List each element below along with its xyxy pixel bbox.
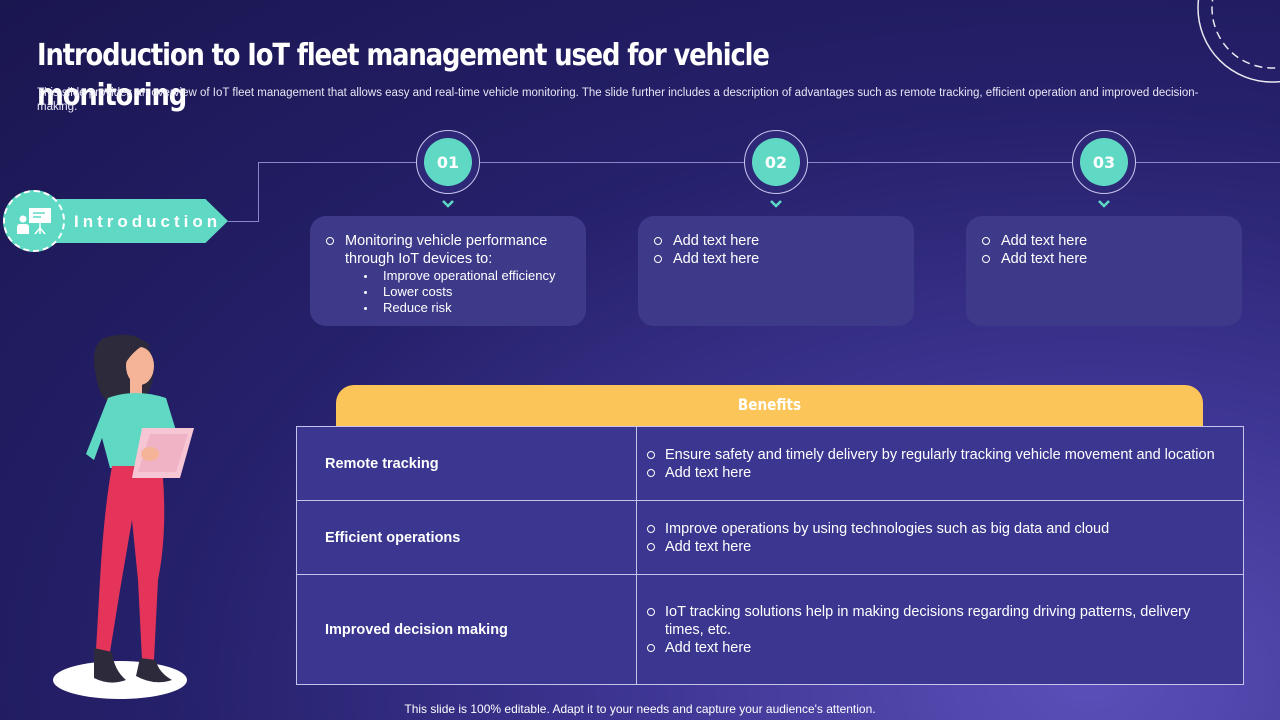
list-item: IoT tracking solutions help in making de… (647, 603, 1229, 639)
footer-note: This slide is 100% editable. Adapt it to… (404, 702, 876, 716)
benefits-table: Remote tracking Ensure safety and timely… (296, 426, 1244, 685)
step-number: 02 (752, 138, 800, 186)
page-subtitle: This slide provides an overview of IoT f… (37, 87, 1199, 113)
step-marker-01: 01 (416, 130, 480, 194)
list-item: Monitoring vehicle performance through I… (326, 232, 576, 316)
list-item: Add text here (647, 464, 1229, 482)
list-item: Add text here (982, 232, 1232, 250)
step-number: 01 (424, 138, 472, 186)
decorative-circles (1197, 0, 1280, 83)
list-item: Ensure safety and timely delivery by reg… (647, 446, 1229, 464)
connector-line-vertical (258, 162, 259, 222)
table-row: Improved decision making IoT tracking so… (296, 574, 1244, 685)
list-item: Add text here (982, 250, 1232, 268)
page-title: Introduction to IoT fleet management use… (37, 38, 770, 113)
step-number: 03 (1080, 138, 1128, 186)
chevron-down-icon (442, 200, 454, 208)
chevron-down-icon (1098, 200, 1110, 208)
list-item: Add text here (647, 639, 1229, 657)
step-card-01: Monitoring vehicle performance through I… (310, 216, 586, 326)
benefit-label: Efficient operations (296, 500, 637, 575)
benefit-description: Ensure safety and timely delivery by reg… (636, 426, 1244, 501)
benefits-heading: Benefits (737, 395, 802, 414)
list-item: Improve operations by using technologies… (647, 520, 1229, 538)
step-card-03: Add text here Add text here (966, 216, 1242, 326)
step-marker-02: 02 (744, 130, 808, 194)
intro-label: Introduction (74, 212, 222, 231)
list-item: Add text here (654, 250, 904, 268)
benefit-description: IoT tracking solutions help in making de… (636, 574, 1244, 685)
benefit-label: Improved decision making (296, 574, 637, 685)
step-card-02: Add text here Add text here (638, 216, 914, 326)
chevron-down-icon (770, 200, 782, 208)
list-item: Add text here (647, 538, 1229, 556)
intro-banner (40, 199, 228, 243)
table-row: Remote tracking Ensure safety and timely… (296, 426, 1244, 501)
presentation-board-icon (3, 190, 65, 252)
step-marker-03: 03 (1072, 130, 1136, 194)
benefit-description: Improve operations by using technologies… (636, 500, 1244, 575)
list-item: Add text here (654, 232, 904, 250)
sub-list-item: Reduce risk (364, 300, 576, 316)
sub-list-item: Improve operational efficiency (364, 268, 576, 284)
benefits-header-tab (336, 385, 1203, 429)
benefit-label: Remote tracking (296, 426, 637, 501)
woman-with-tablet-illustration (53, 334, 194, 699)
table-row: Efficient operations Improve operations … (296, 500, 1244, 575)
connector-line-intro (228, 221, 259, 222)
sub-list-item: Lower costs (364, 284, 576, 300)
